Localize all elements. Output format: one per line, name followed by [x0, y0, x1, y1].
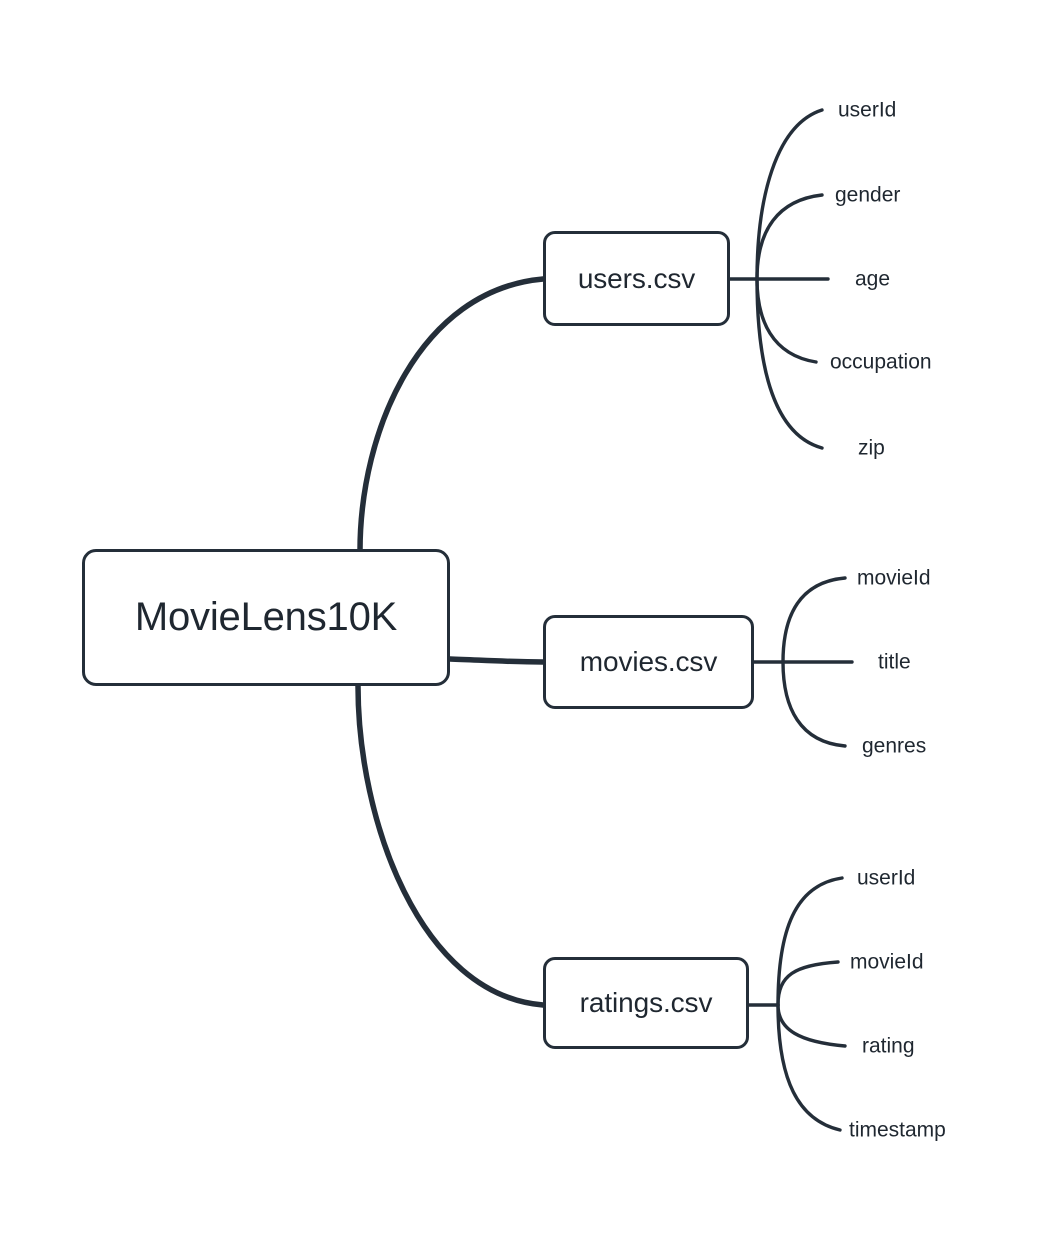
- node-branch-label: users.csv: [577, 262, 696, 294]
- edge-ratings-movieid: [776, 960, 840, 1007]
- edge-ratings-userid: [776, 876, 844, 1007]
- edge-users-gender: [755, 193, 824, 281]
- leaf-label-movies-genres: genres: [862, 734, 927, 758]
- leaf-label-ratings-timestamp: timestamp: [849, 1118, 946, 1142]
- leaf-label-users-age: age: [855, 267, 891, 291]
- edge-ratings-timestamp: [776, 1003, 842, 1132]
- node-root-label: MovieLens10K: [134, 595, 398, 639]
- leaf-label-movies-movieid: movieId: [857, 566, 931, 590]
- edge-users-zip: [755, 277, 824, 450]
- leaf-label-users-userid: userId: [838, 98, 897, 122]
- leaf-label-users-occupation: occupation: [830, 350, 932, 374]
- edge-root-to-movies: [447, 656, 546, 665]
- leaf-label-ratings-rating: rating: [862, 1034, 915, 1058]
- node-branch-ratings-csv[interactable]: ratings.csv: [543, 957, 749, 1049]
- edge-movies-movieid: [781, 576, 847, 664]
- edge-ratings-rating: [776, 1003, 847, 1048]
- edge-root-to-users: [357, 276, 546, 554]
- leaf-label-users-gender: gender: [835, 183, 901, 207]
- node-branch-label: ratings.csv: [579, 987, 713, 1018]
- edge-movies-genres: [781, 660, 847, 748]
- node-branch-movies-csv[interactable]: movies.csv: [543, 615, 754, 709]
- leaf-label-users-zip: zip: [858, 436, 885, 460]
- edge-users-userid: [755, 108, 824, 281]
- leaf-label-movies-title: title: [878, 650, 911, 674]
- edge-users-occupation: [755, 277, 818, 364]
- node-root-movielens10k[interactable]: MovieLens10K: [82, 549, 450, 686]
- node-branch-label: movies.csv: [579, 646, 718, 677]
- leaf-label-ratings-userid: userId: [857, 866, 916, 890]
- node-branch-users-csv[interactable]: users.csv: [543, 231, 730, 326]
- edge-root-to-ratings: [355, 683, 546, 1008]
- leaf-label-ratings-movieid: movieId: [850, 950, 924, 974]
